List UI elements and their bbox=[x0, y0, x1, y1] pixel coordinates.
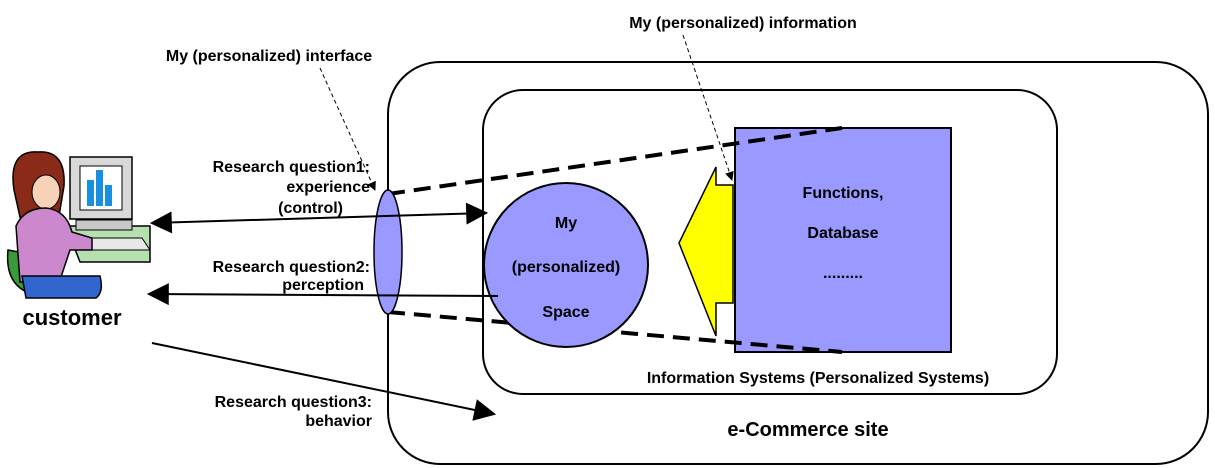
my-information-label: My (personalized) information bbox=[629, 15, 857, 32]
information-systems-box bbox=[482, 89, 1058, 395]
rq3-behavior-arrow bbox=[151, 342, 497, 421]
rq3-label-line1: Research question3: bbox=[215, 394, 372, 411]
rq1-label-line1: Research question1: bbox=[213, 159, 370, 176]
customer-at-computer-icon bbox=[6, 151, 151, 299]
information-systems-label: Information Systems (Personalized System… bbox=[647, 370, 989, 387]
customer-label: customer bbox=[22, 305, 121, 330]
rq2-label-line2: perception bbox=[282, 277, 364, 294]
rq2-perception-arrow bbox=[146, 283, 499, 306]
functions-label-line1: Functions, bbox=[803, 185, 884, 202]
rq1-label-line2: experience bbox=[286, 179, 370, 196]
cone-bottom-line bbox=[387, 310, 843, 354]
personalized-space-circle bbox=[483, 182, 649, 348]
interface-callout-pointer bbox=[319, 67, 376, 191]
my-interface-label: My (personalized) interface bbox=[166, 48, 372, 65]
rq2-label-line1: Research question2: bbox=[213, 259, 370, 276]
information-callout-pointer bbox=[682, 34, 734, 181]
functions-database-box bbox=[734, 127, 952, 353]
functions-label-line3: ......... bbox=[823, 265, 863, 282]
space-label-line1: My bbox=[555, 215, 577, 232]
rq1-label-line3: (control) bbox=[278, 200, 343, 217]
space-label-line3: Space bbox=[542, 304, 589, 321]
ecommerce-site-label: e-Commerce site bbox=[727, 419, 888, 441]
rq1-bidirectional-arrow bbox=[149, 202, 489, 234]
space-label-line2: (personalized) bbox=[512, 259, 620, 276]
rq3-label-line2: behavior bbox=[305, 413, 372, 430]
functions-label-line2: Database bbox=[807, 225, 878, 242]
information-flow-arrow bbox=[678, 166, 734, 337]
